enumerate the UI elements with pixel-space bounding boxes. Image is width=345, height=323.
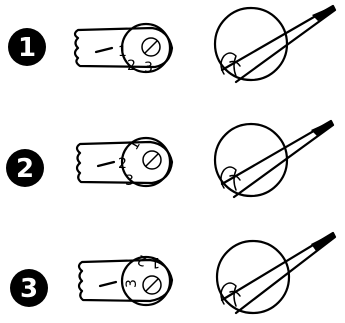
- step-3: 3 1 2 3: [10, 233, 335, 313]
- dial-3: 1 2 3: [79, 251, 172, 305]
- pencil-tip-view-2: [215, 121, 333, 197]
- pencil-tip-view-3: [217, 233, 335, 313]
- dial-1: 1 2 3: [75, 24, 172, 76]
- dial-number-1: 1: [151, 254, 160, 270]
- indicator-mark: [98, 162, 114, 166]
- dial-number-2: 2: [127, 58, 136, 74]
- pencil-tip-view-1: [215, 6, 335, 82]
- dial-number-1: 1: [118, 44, 127, 60]
- indicator-mark: [100, 282, 116, 286]
- step-number: 1: [18, 33, 36, 63]
- dial-number-2: 2: [118, 156, 127, 172]
- dial-number-3: 3: [144, 60, 153, 76]
- dial-2: 1 2 3: [77, 137, 172, 189]
- dial-number-3: 3: [125, 173, 134, 189]
- indicator-mark: [96, 48, 112, 52]
- step-1: 1 1 2 3: [8, 6, 335, 82]
- step-number: 2: [16, 154, 34, 184]
- step-2: 2 1 2 3: [6, 121, 333, 197]
- dial-number-3: 3: [124, 279, 140, 288]
- step-number: 3: [20, 274, 38, 304]
